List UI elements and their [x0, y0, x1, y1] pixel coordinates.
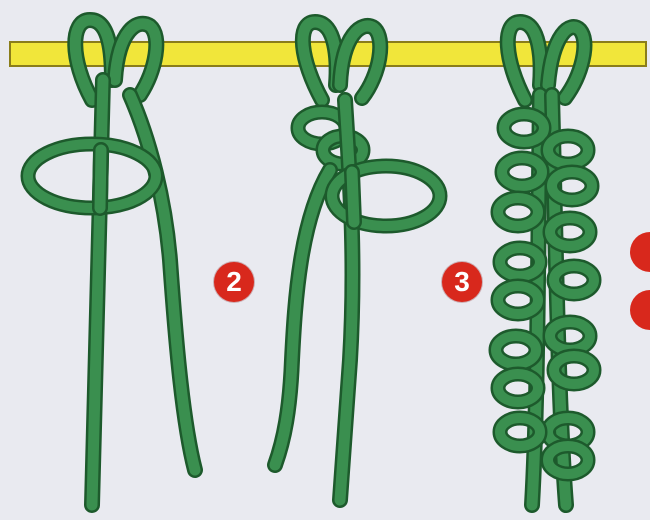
figure-middle — [275, 22, 440, 500]
figure-left — [28, 20, 195, 505]
step-badge-2: 2 — [214, 262, 254, 302]
step-badge-3: 3 — [442, 262, 482, 302]
